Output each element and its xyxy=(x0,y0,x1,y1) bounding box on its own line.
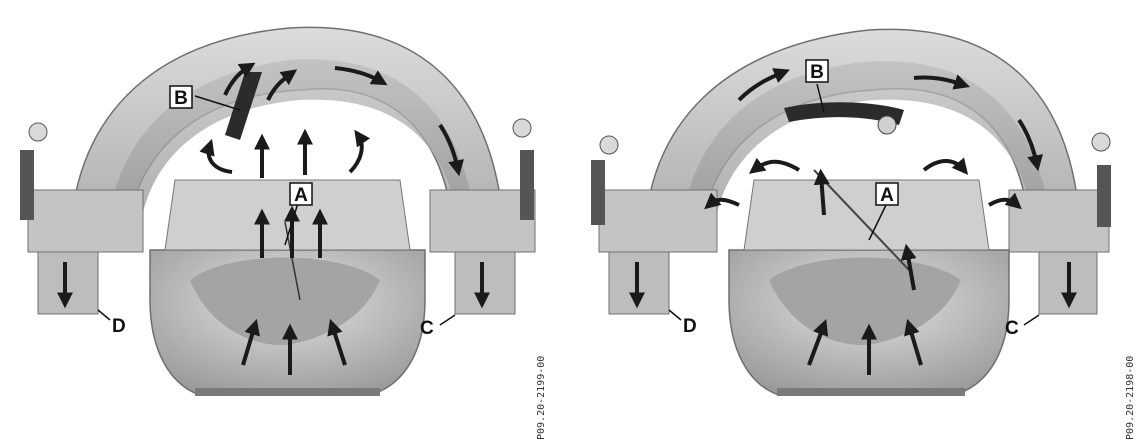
label-d-callout: D xyxy=(669,310,697,337)
label-c: C xyxy=(420,318,434,339)
arrow xyxy=(209,145,232,172)
left-flange xyxy=(599,190,717,252)
right-injector xyxy=(1097,165,1111,227)
left-fitting xyxy=(29,123,47,141)
label-a: A xyxy=(294,185,308,206)
arrow xyxy=(989,200,1017,205)
label-b: B xyxy=(174,88,188,109)
outlet-pipe-right xyxy=(455,252,515,314)
diagram-right: B A D C P09.20-2198-00 xyxy=(569,0,1138,448)
label-d: D xyxy=(683,316,697,337)
left-flange xyxy=(28,190,143,252)
label-c-callout: C xyxy=(420,315,455,339)
plenum-chamber xyxy=(165,180,410,250)
label-a: A xyxy=(880,185,894,206)
intake-manifold-drawing-left: B A D C xyxy=(0,0,569,448)
outlet-pipe-left xyxy=(38,252,98,314)
arrow xyxy=(924,161,964,170)
intake-manifold-drawing-right: B A D C xyxy=(569,0,1138,448)
left-fitting xyxy=(600,136,618,154)
right-fitting xyxy=(513,119,531,137)
label-c-callout: C xyxy=(1005,315,1039,339)
right-injector xyxy=(520,150,534,220)
label-d: D xyxy=(112,316,126,337)
left-injector xyxy=(591,160,605,225)
flap-pivot xyxy=(878,116,896,134)
reference-number-left: P09.20-2199-00 xyxy=(536,356,547,440)
reference-number-right: P09.20-2198-00 xyxy=(1125,356,1136,440)
right-fitting xyxy=(1092,133,1110,151)
right-flange xyxy=(430,190,535,252)
base-plate xyxy=(777,388,965,396)
diagram-left: B A D C P09.20-2199-00 xyxy=(0,0,569,448)
arrow xyxy=(350,135,362,172)
right-flange xyxy=(1009,190,1109,252)
label-c: C xyxy=(1005,318,1019,339)
label-b: B xyxy=(810,62,824,83)
label-d-callout: D xyxy=(98,310,126,337)
base-plate xyxy=(195,388,380,396)
arrow xyxy=(754,162,799,170)
plenum-chamber xyxy=(744,180,989,250)
left-injector xyxy=(20,150,34,220)
